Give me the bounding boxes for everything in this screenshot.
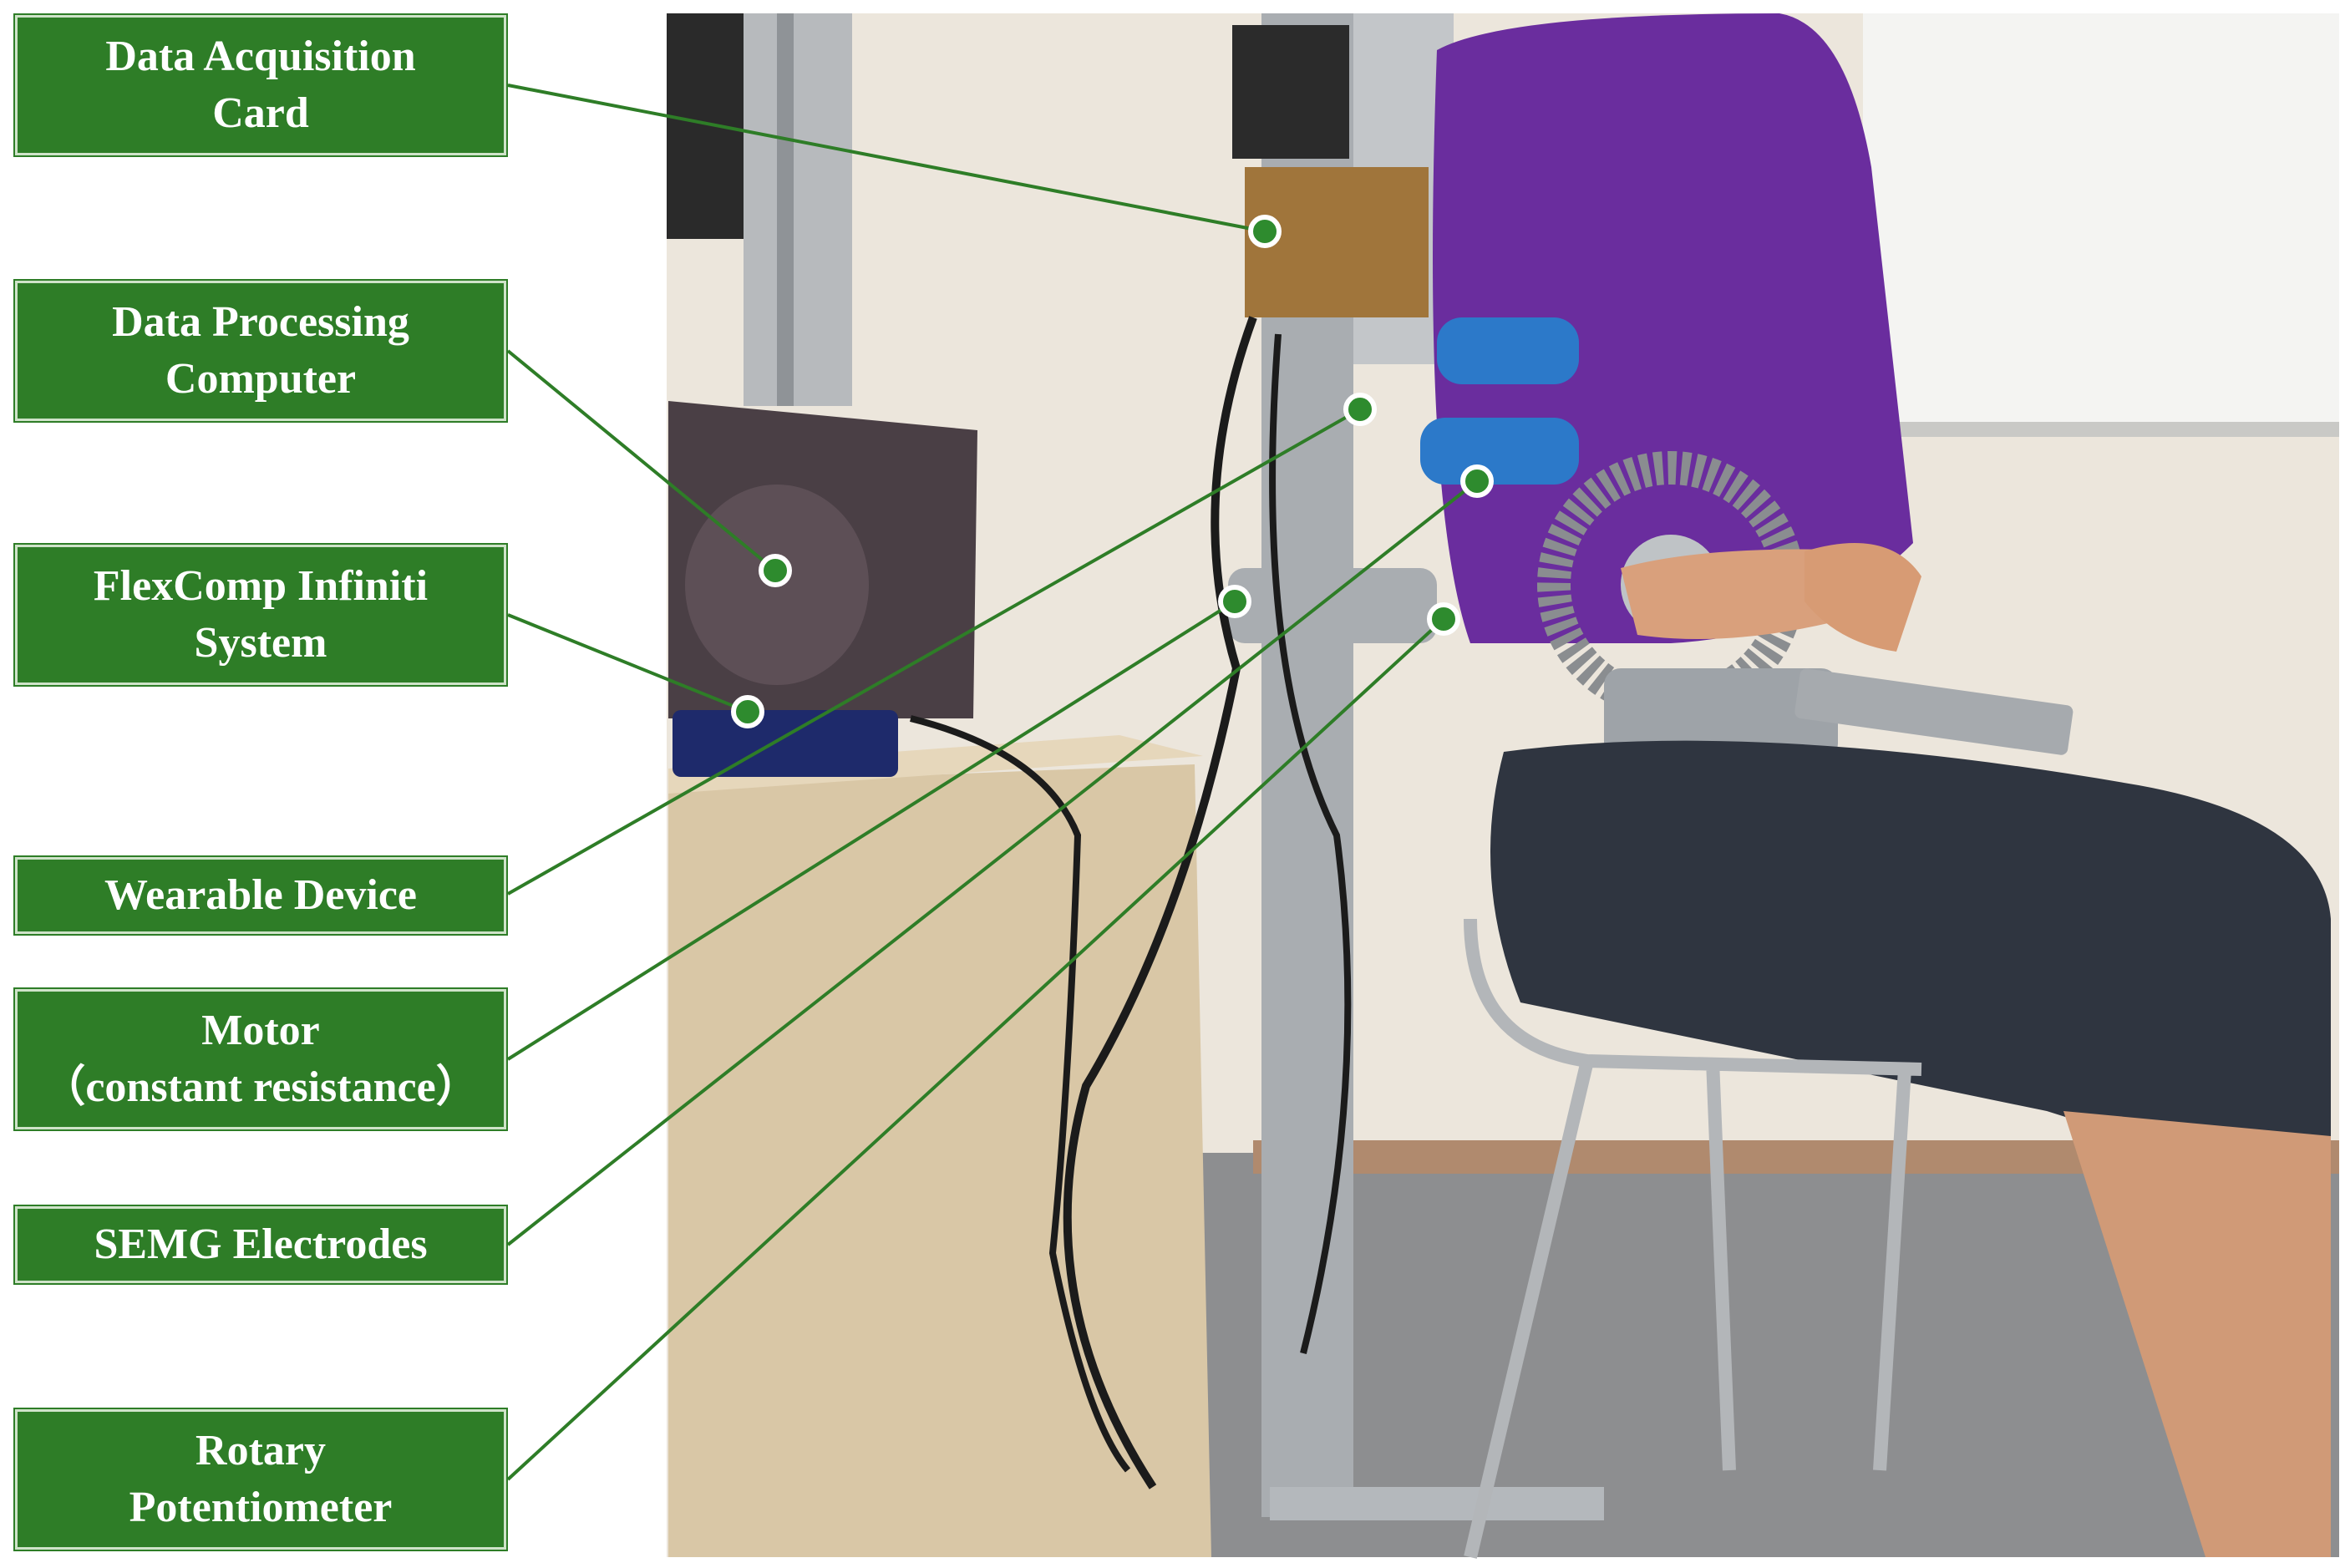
marker-wearable-device: [1343, 393, 1377, 426]
marker-data-processing-computer: [759, 554, 792, 587]
leader-line-data-processing-computer: [506, 349, 777, 572]
stand-base: [1270, 1487, 1604, 1520]
marker-motor: [1218, 585, 1251, 618]
arm-cuff-lower: [1420, 418, 1579, 485]
marker-data-acquisition-card: [1248, 215, 1282, 248]
cable-bundle-2: [910, 715, 1131, 1473]
label-motor: Motor （constant resistance）: [15, 989, 506, 1129]
marker-semg-electrodes: [1460, 464, 1494, 498]
label-rotary-potentiometer: Rotary Potentiometer: [15, 1409, 506, 1550]
forearm-motor: [1604, 668, 1838, 760]
stepper-motor-top: [1232, 25, 1349, 159]
label-flexcomp-infiniti-system: FlexComp Infiniti System: [15, 545, 506, 685]
arm-cuff-upper: [1437, 317, 1579, 384]
leader-line-semg-electrodes: [506, 480, 1479, 1246]
cable-bundle-3: [1269, 333, 1352, 1354]
marker-rotary-potentiometer: [1427, 602, 1460, 636]
leader-line-rotary-potentiometer: [506, 617, 1445, 1481]
cable-bundle: [1063, 316, 1257, 1489]
label-data-processing-computer: Data Processing Computer: [15, 281, 506, 421]
person-leg: [2063, 1111, 2331, 1557]
leader-line-data-acquisition-card: [507, 84, 1266, 233]
label-semg-electrodes: SEMG Electrodes: [15, 1206, 506, 1283]
person-hand: [1804, 543, 1921, 652]
marker-flexcomp-infiniti-system: [731, 695, 764, 728]
stand-column-left-slot: [777, 13, 794, 406]
label-data-acquisition-card: Data Acquisition Card: [15, 15, 506, 155]
person-shorts: [1490, 740, 2331, 1146]
leader-line-motor: [506, 600, 1236, 1061]
leader-line-flexcomp-infiniti-system: [507, 613, 749, 713]
handle-plate: [1794, 668, 2074, 755]
floor: [1170, 1153, 2339, 1557]
whiteboard: [1863, 13, 2339, 431]
flexcomp-box: [673, 710, 898, 777]
label-wearable-device: Wearable Device: [15, 857, 506, 934]
stand-column-left: [744, 13, 852, 406]
leader-line-wearable-device: [507, 408, 1361, 896]
whiteboard-rail: [1863, 422, 2339, 437]
person-shirt: [1433, 13, 1913, 643]
cabinet-top: [668, 735, 1203, 794]
chair-frame: [1464, 918, 1922, 1559]
